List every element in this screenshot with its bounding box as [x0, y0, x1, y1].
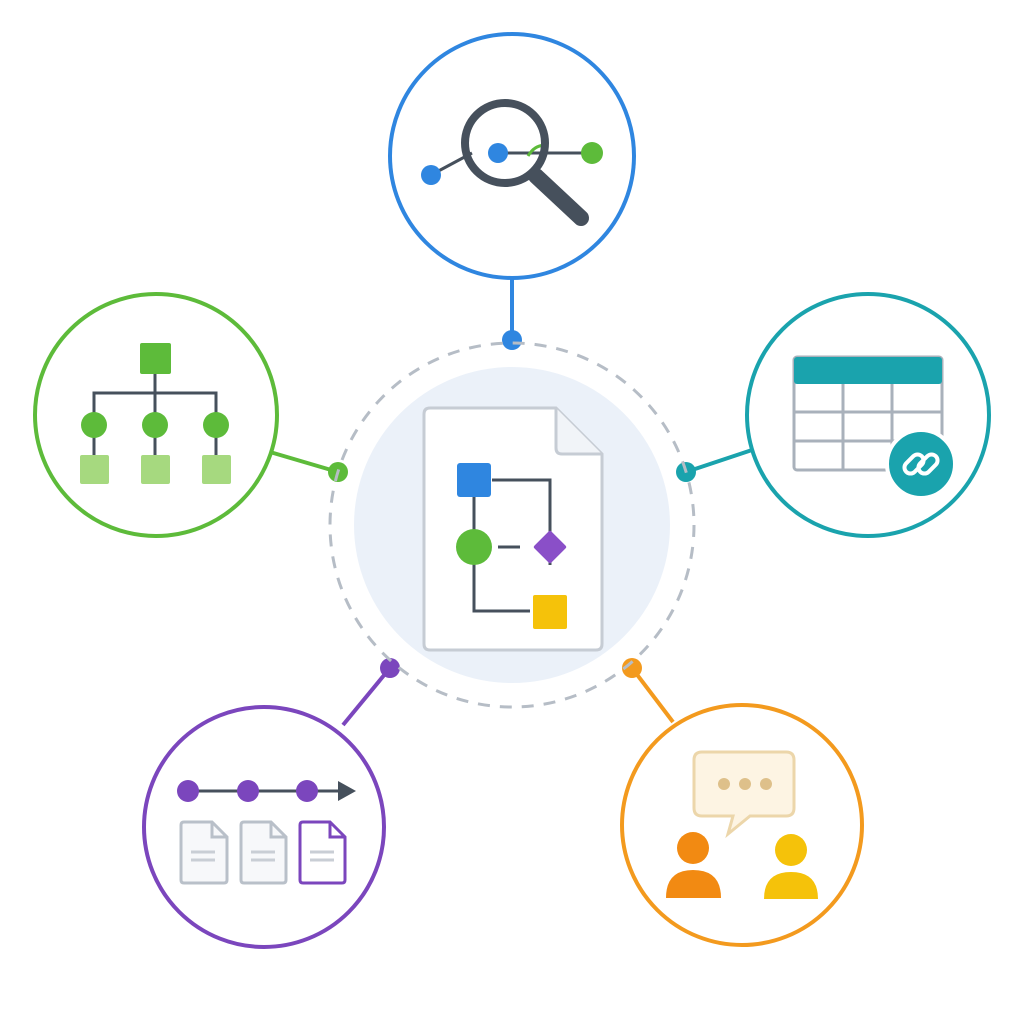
timeline-documents-icon — [177, 780, 356, 885]
org-chart-icon — [80, 343, 231, 484]
connectors — [269, 278, 753, 727]
hub — [328, 341, 696, 709]
speech-bubble-icon — [692, 750, 796, 839]
node-analysis — [388, 32, 636, 280]
node-versioned-documents — [142, 705, 386, 949]
person-icon — [666, 832, 721, 898]
connector-versioned-documents — [341, 666, 392, 727]
node-ring-collaboration — [620, 703, 864, 947]
chat-people-icon — [666, 750, 818, 899]
node-collaboration — [620, 703, 864, 947]
node-linked-table — [745, 292, 991, 538]
flowchart-document-icon — [422, 406, 604, 652]
document-icon-active — [298, 820, 347, 885]
connector-dot-collaboration — [622, 658, 642, 678]
document-icon — [239, 820, 288, 885]
hub-dashed-ring — [328, 341, 696, 709]
document-icon — [179, 820, 229, 885]
person-icon — [764, 834, 818, 899]
connector-dot-analysis — [502, 330, 522, 350]
magnifier-network-icon — [421, 99, 603, 226]
connector-hierarchy — [269, 450, 339, 474]
connector-collaboration — [630, 666, 675, 724]
table-link-icon — [792, 355, 957, 500]
connector-dot-versioned-documents — [380, 658, 400, 678]
connector-linked-table — [685, 448, 753, 474]
node-hierarchy — [33, 292, 279, 538]
